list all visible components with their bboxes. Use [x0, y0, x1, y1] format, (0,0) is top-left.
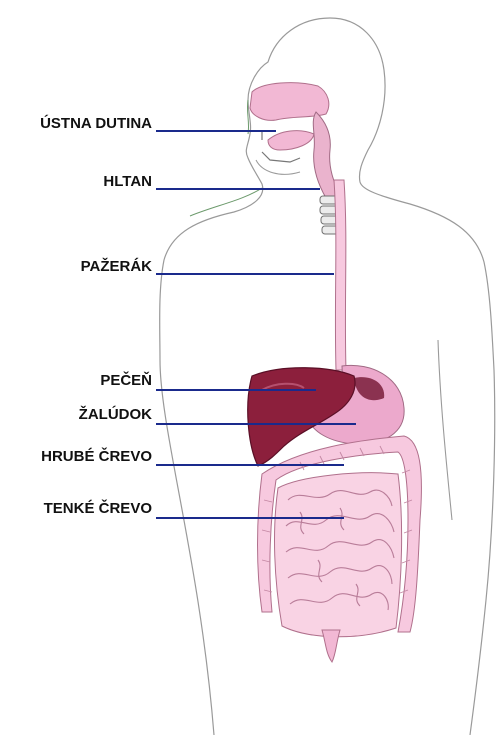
label-stomach: ŽALÚDOK [79, 405, 152, 423]
tongue [268, 131, 314, 150]
rectum-shape [322, 630, 340, 662]
esophagus-tube [334, 180, 346, 370]
label-small-intestine: TENKÉ ČREVO [44, 499, 153, 517]
arm-inner-right [438, 340, 452, 520]
jaw [256, 160, 300, 174]
label-pharynx: HLTAN [103, 173, 152, 190]
label-liver: PEČEŇ [100, 371, 152, 389]
label-large-intestine: HRUBÉ ČREVO [41, 447, 152, 465]
label-mouth: ÚSTNA DUTINA [40, 114, 152, 132]
small-intestine-shape [275, 473, 402, 637]
body-green-outline [190, 100, 262, 216]
label-esophagus: PAŽERÁK [81, 257, 153, 275]
